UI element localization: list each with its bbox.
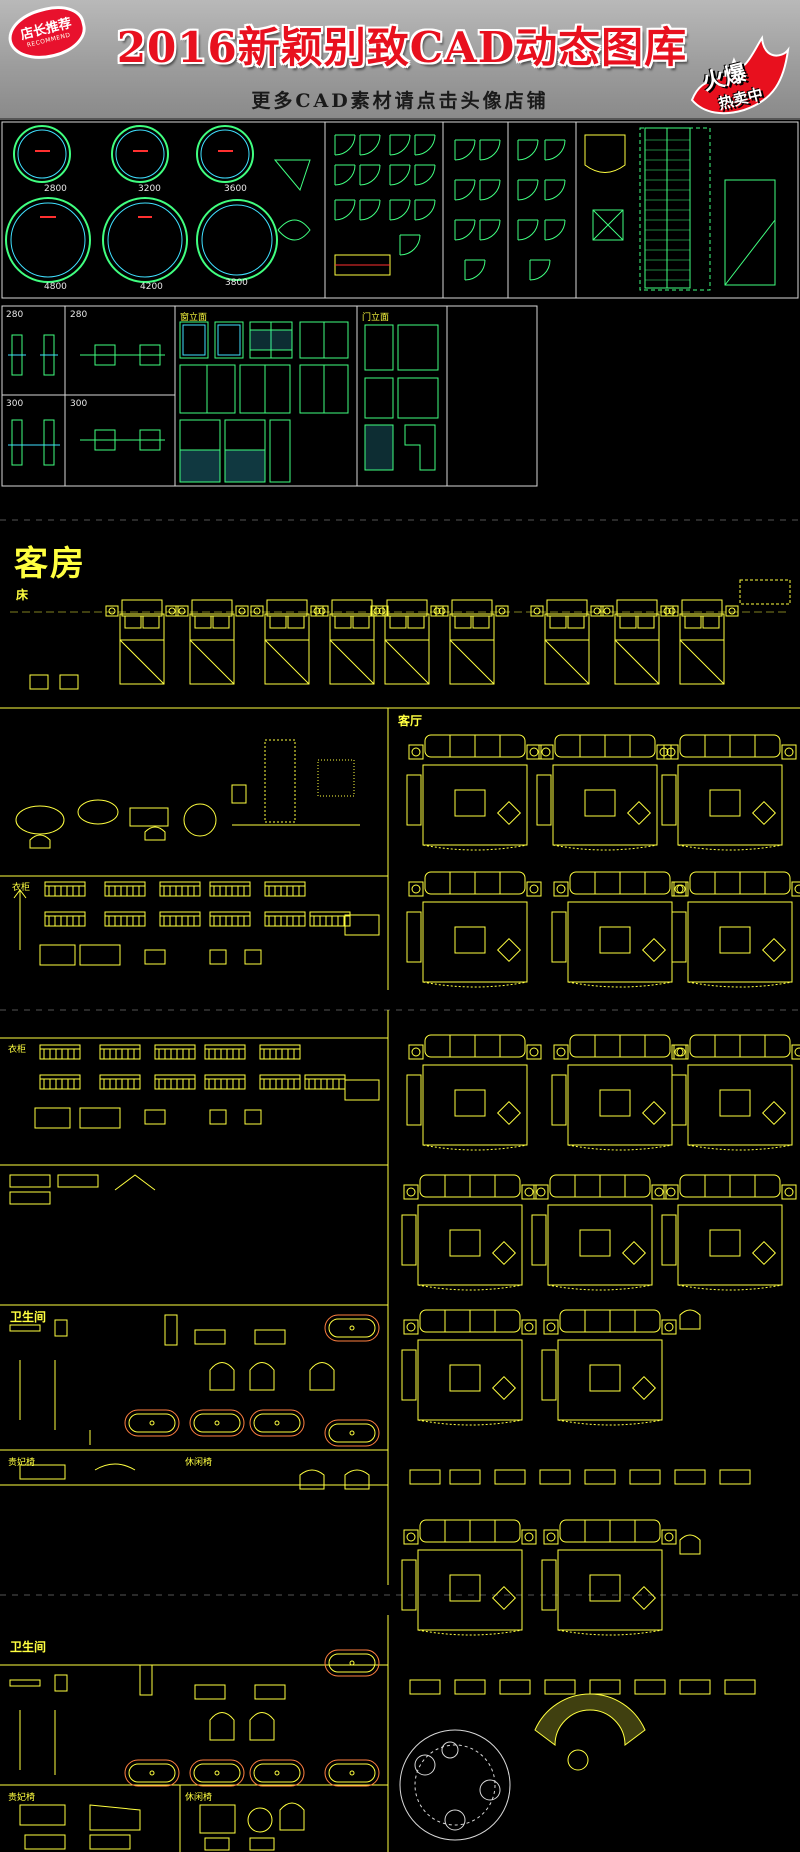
panel-label: 窗立面 — [180, 313, 208, 323]
circle-dim-label: 2800 — [44, 184, 67, 194]
cad-drawings — [0, 121, 800, 1852]
bathroom-label: 卫生间 — [10, 1640, 47, 1654]
circle-dim-label: 3200 — [138, 184, 161, 194]
living-room-sets — [401, 734, 800, 1636]
section-frames — [0, 707, 800, 1852]
wardrobe-block-1 — [13, 881, 380, 966]
living-room-label: 客厅 — [398, 714, 423, 728]
page-subtitle: 更多CAD素材请点击头像店铺 — [251, 90, 549, 112]
page-title: 2016新颖别致CAD动态图库 — [116, 23, 688, 72]
wardrobe-label: 衣柜 — [8, 1045, 27, 1055]
window-elevations — [179, 321, 349, 483]
door-width-label: 300 — [6, 399, 24, 409]
bathroom-fixtures-2 — [9, 1649, 380, 1787]
wardrobe-label: 衣柜 — [12, 883, 31, 893]
door-swing-details — [334, 134, 566, 281]
second-panel-frame — [1, 305, 538, 487]
bathroom-label: 卫生间 — [10, 1310, 47, 1324]
round-sofa-plan — [399, 1693, 646, 1841]
door-width-label: 300 — [70, 399, 88, 409]
circle-dim-label: 3800 — [225, 278, 248, 288]
chaise-label: 贵妃椅 — [8, 1458, 36, 1468]
cad-drawing-canvas: 2800 3200 3600 4800 4200 3800 280 280 30… — [0, 120, 800, 1852]
hot-sale-badge: 火爆 热卖中 — [684, 30, 794, 120]
section-title: 客房 — [14, 544, 86, 584]
door-frame-details — [8, 334, 165, 466]
top-panel-frame — [1, 121, 799, 299]
circle-dim-label: 4200 — [140, 282, 163, 292]
round-room-plans — [5, 125, 311, 283]
panel-label: 门立面 — [362, 313, 390, 323]
circle-dim-label: 4800 — [44, 282, 67, 292]
chaise-and-leisure-chairs — [19, 1463, 370, 1851]
bed-row — [10, 579, 791, 690]
door-elevations — [364, 324, 439, 471]
circle-dim-label: 3600 — [224, 184, 247, 194]
sofa-strip — [409, 1309, 756, 1695]
recommend-badge: 店长推荐 RECOMMEND — [3, 0, 91, 67]
leisure-chair-label: 休闲椅 — [185, 1458, 213, 1468]
chairs-and-tables — [15, 739, 360, 849]
stair-plans — [584, 127, 776, 291]
wardrobe-block-2 — [9, 1044, 380, 1205]
chaise-label: 贵妃椅 — [8, 1793, 36, 1803]
door-width-label: 280 — [6, 310, 24, 320]
banner-header: 店长推荐 RECOMMEND 2016新颖别致CAD动态图库 更多CAD素材请点… — [0, 0, 800, 120]
bed-label: 床 — [16, 588, 29, 602]
door-width-label: 280 — [70, 310, 88, 320]
bathroom-fixtures-1 — [9, 1314, 380, 1447]
leisure-chair-label: 休闲椅 — [185, 1793, 213, 1803]
flame-icon — [690, 35, 790, 115]
